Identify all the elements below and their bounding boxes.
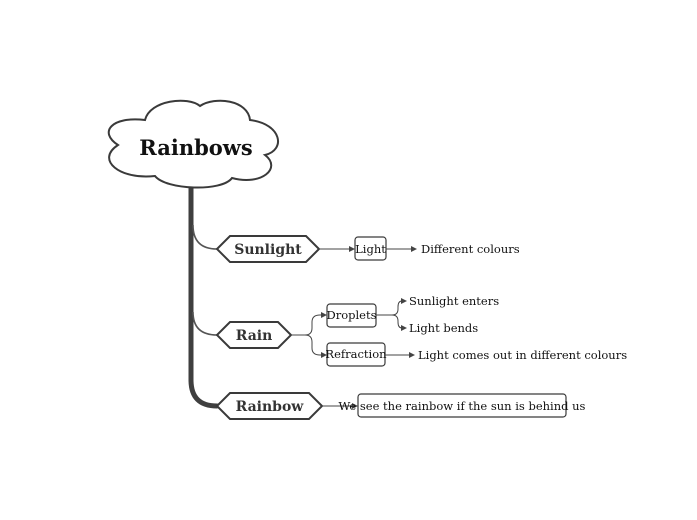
leaf-light-comes-out: Light comes out in different colours: [418, 348, 627, 362]
branch-rain[interactable]: Rain: [215, 321, 293, 349]
branch-label-rain: Rain: [236, 328, 273, 344]
leaf-different-colours: Different colours: [421, 242, 520, 256]
main-trunk: [188, 179, 220, 409]
node-label-light: Light: [355, 242, 386, 256]
node-light[interactable]: Light: [354, 236, 387, 261]
node-label-refraction: Refraction: [325, 347, 387, 361]
arrowhead: [321, 312, 327, 318]
arrowhead: [349, 246, 355, 252]
connector-rain: [192, 311, 218, 336]
cloud-shape: [107, 99, 279, 189]
arrowhead: [352, 403, 358, 409]
connector-droplets-split: [376, 300, 403, 329]
arrowhead: [409, 352, 415, 358]
root-cloud[interactable]: Rainbows: [107, 99, 279, 189]
connector-sunlight: [192, 224, 218, 250]
node-droplets[interactable]: Droplets: [326, 303, 377, 328]
branch-rainbow[interactable]: Rainbow: [215, 392, 324, 420]
branch-sunlight[interactable]: Sunlight: [215, 235, 321, 263]
arrowhead: [411, 246, 417, 252]
box-see-rainbow: [357, 393, 567, 418]
node-refraction[interactable]: Refraction: [325, 342, 387, 367]
branch-label-sunlight: Sunlight: [234, 242, 302, 258]
arrowhead: [401, 298, 407, 304]
arrowhead: [401, 325, 407, 331]
connector-rain-split: [291, 314, 322, 356]
root-title: Rainbows: [139, 135, 252, 160]
leaf-light-bends: Light bends: [409, 321, 478, 335]
node-label-see-rainbow: We see the rainbow if the sun is behind …: [339, 399, 586, 413]
leaf-sunlight-enters: Sunlight enters: [409, 294, 499, 308]
arrowhead: [321, 352, 327, 358]
node-see-rainbow[interactable]: We see the rainbow if the sun is behind …: [339, 393, 586, 418]
branch-label-rainbow: Rainbow: [236, 399, 305, 415]
node-label-droplets: Droplets: [326, 308, 376, 322]
